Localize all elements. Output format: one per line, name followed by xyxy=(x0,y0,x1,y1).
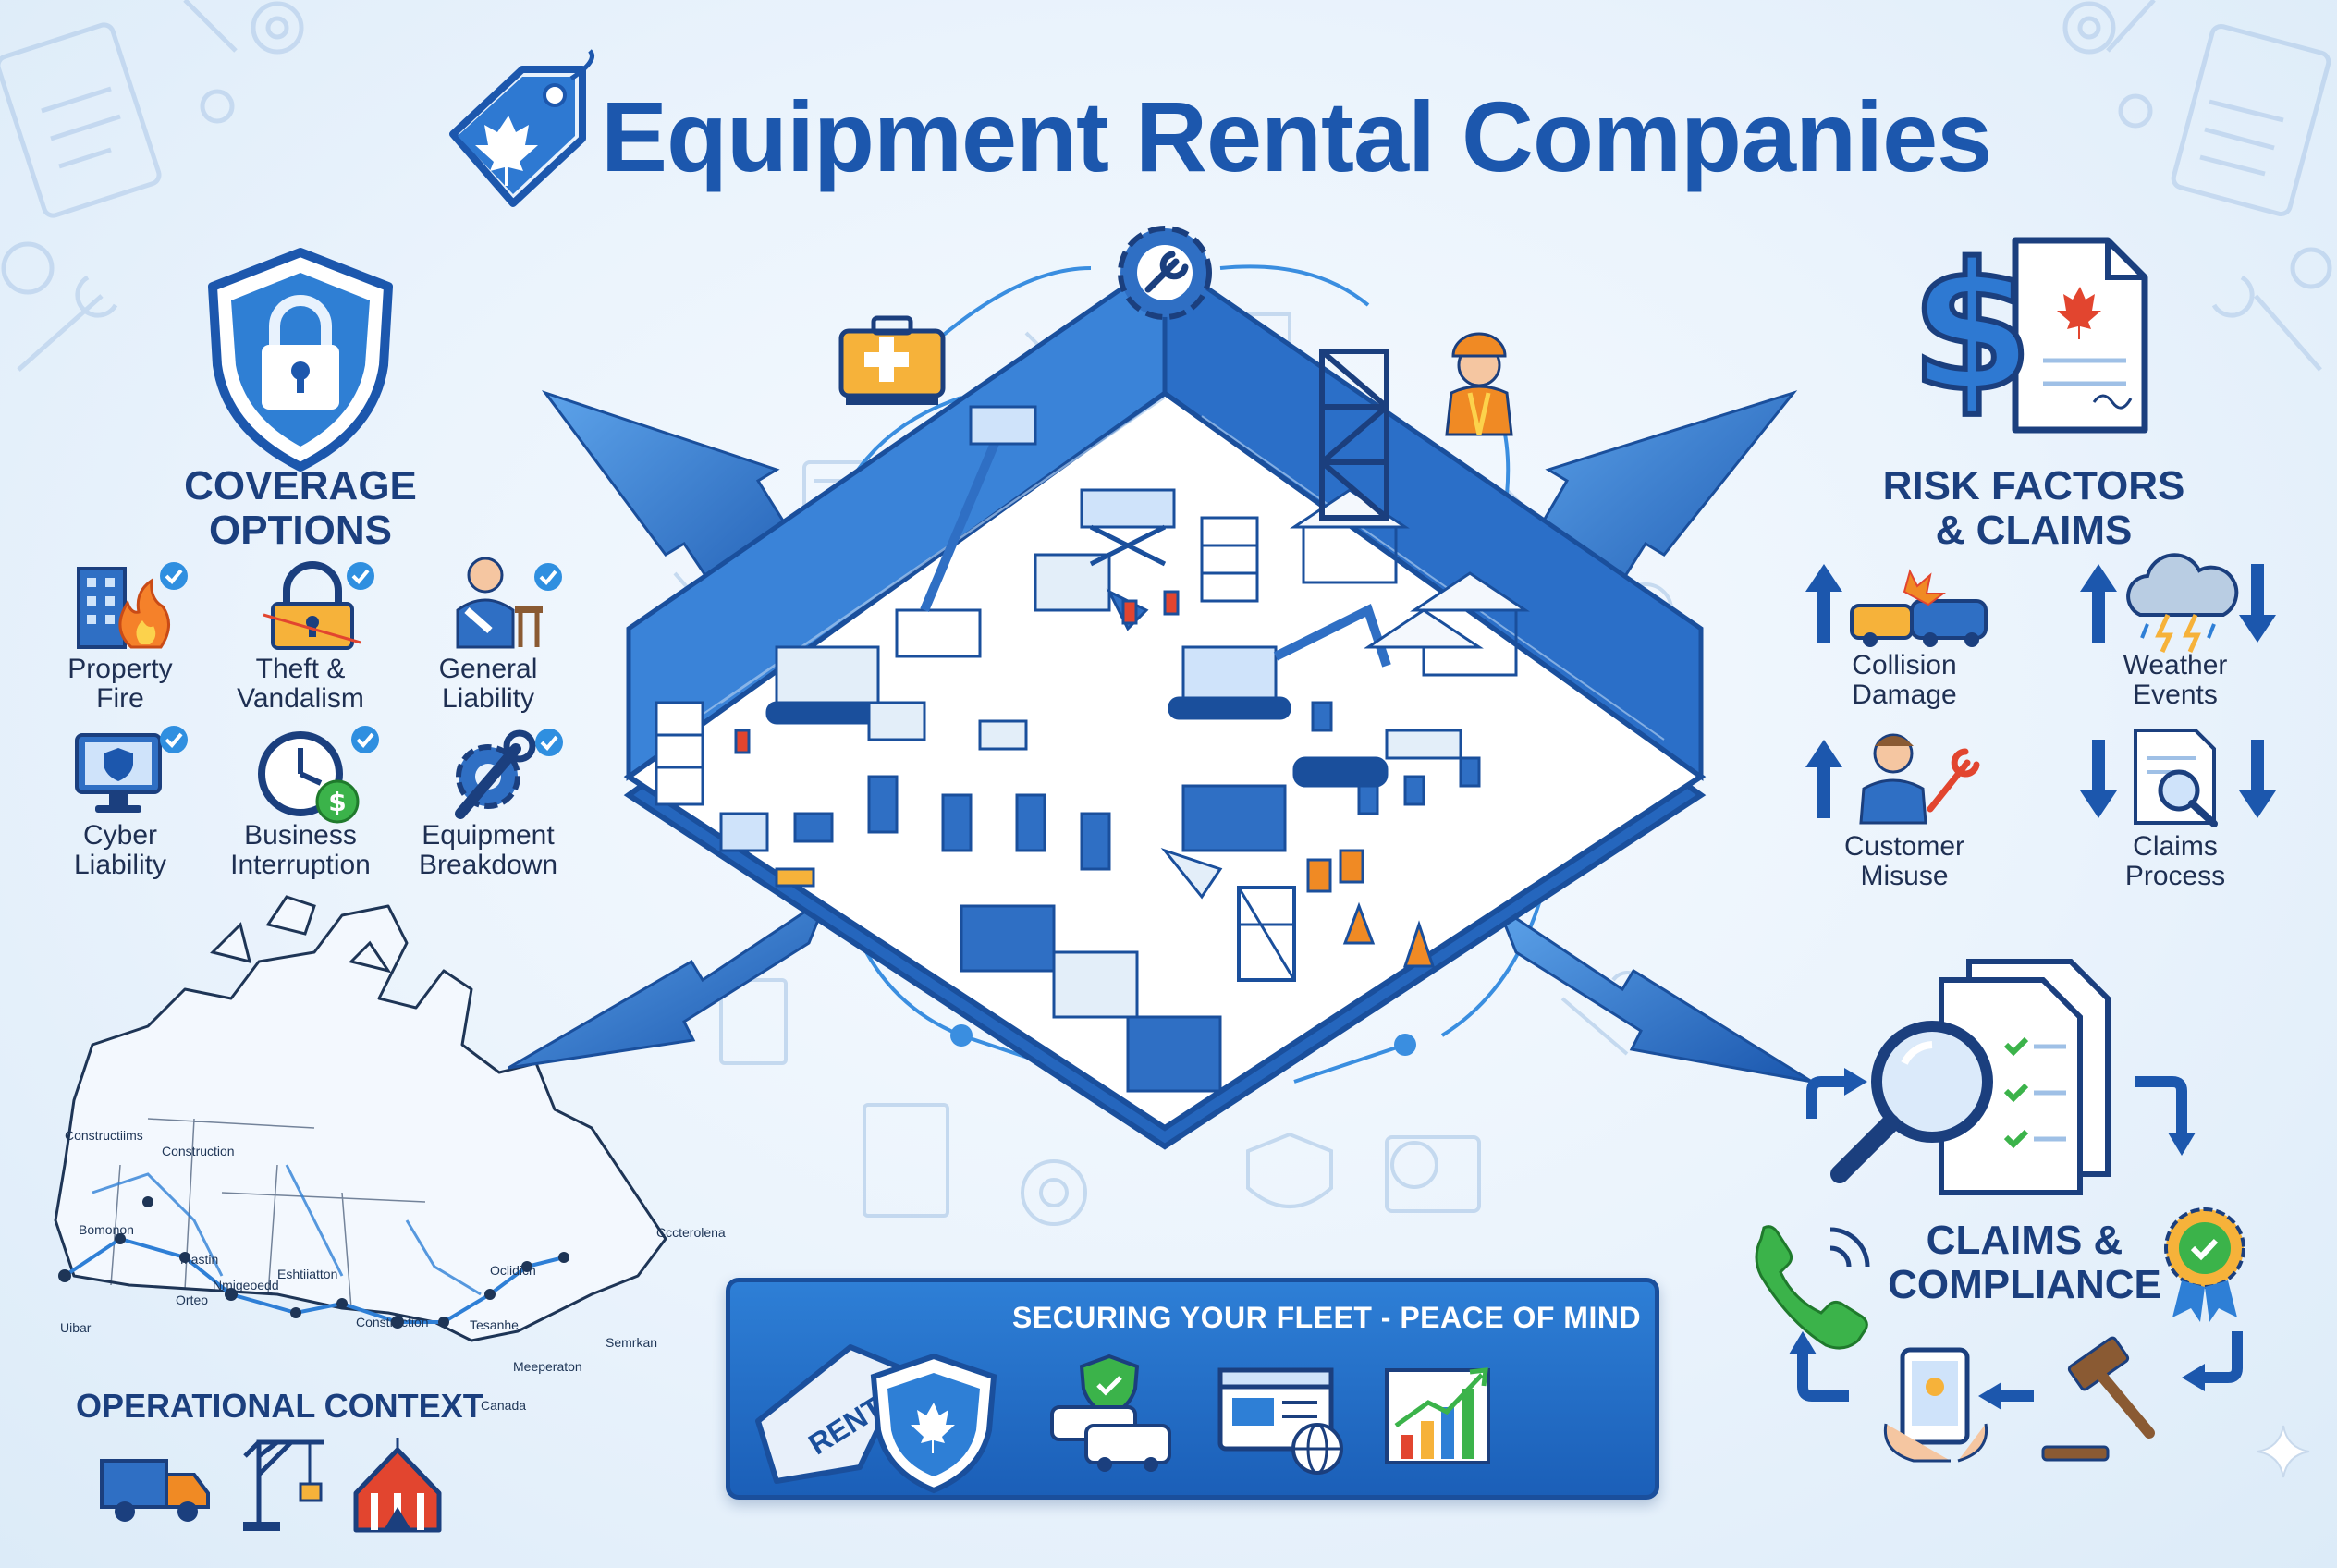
coverage-theft-label1: Theft & xyxy=(255,654,346,684)
rental-tag-shield-icon: RENTAL xyxy=(755,1344,997,1494)
risk-collision-label2: Damage xyxy=(1852,680,1957,710)
center-illustration xyxy=(508,226,1813,1150)
compliance-cycle xyxy=(1755,959,2245,1463)
coverage-title-line2: OPTIONS xyxy=(208,508,393,553)
coverage-general-liability-label1: General xyxy=(438,654,538,684)
worker-icon xyxy=(1445,332,1513,436)
risk-title-line1: RISK FACTORS xyxy=(1882,463,2185,508)
map-label: Mastin xyxy=(180,1252,219,1267)
coverage-title-line1: COVERAGE xyxy=(184,463,417,508)
coverage-property-fire-label1: Property xyxy=(67,654,173,684)
padlock-icon xyxy=(263,561,374,650)
risk-misuse-label2: Misuse xyxy=(1860,861,1949,891)
truck-icon xyxy=(100,1459,210,1522)
first-aid-kit-icon xyxy=(838,315,946,405)
risk-weather-label1: Weather xyxy=(2123,650,2228,680)
risk-claims-process-label2: Process xyxy=(2124,861,2226,891)
map-label: Constructiims xyxy=(65,1128,143,1143)
dollar-document-icon: $ xyxy=(1908,223,2148,434)
gear-wrench-icon xyxy=(455,729,563,819)
compliance-title-line1: CLAIMS & xyxy=(1926,1218,2123,1263)
map-label: Bomonon xyxy=(79,1222,134,1237)
cycle-arrows xyxy=(1797,1076,2243,1402)
sparkle-icon xyxy=(2257,1425,2310,1478)
risk-collision-label1: Collision xyxy=(1852,650,1957,680)
svg-text:$: $ xyxy=(328,787,346,817)
coverage-theft-label2: Vandalism xyxy=(237,683,364,714)
map-label: Tesanhe xyxy=(470,1317,519,1332)
magnifier-checklist-icon xyxy=(1830,959,2111,1195)
map-label: Semrkan xyxy=(606,1335,658,1350)
equipment-items xyxy=(655,405,1530,1093)
shield-lock-icon xyxy=(208,248,393,472)
coverage-business-label2: Interruption xyxy=(230,850,371,880)
coverage-general-liability-label2: Liability xyxy=(441,683,535,714)
risk-weather-label2: Events xyxy=(2133,680,2218,710)
browser-globe-icon xyxy=(1217,1367,1343,1475)
coverage-breakdown-label1: Equipment xyxy=(422,820,555,851)
compliance-title-line2: COMPLIANCE xyxy=(1888,1262,2161,1307)
phone-icon xyxy=(1755,1225,1870,1350)
map-label: Orteo xyxy=(176,1292,209,1307)
growth-chart-icon xyxy=(1385,1367,1490,1464)
map-label: Eshtiiatton xyxy=(277,1267,338,1281)
rental-doc-icon-right xyxy=(2171,23,2331,217)
gavel-icon xyxy=(2041,1336,2155,1462)
coverage-property-fire-label2: Fire xyxy=(96,683,144,714)
coverage-cyber-label2: Liability xyxy=(73,850,167,880)
map-label: Meeperaton xyxy=(513,1359,582,1374)
page-title: Equipment Rental Companies xyxy=(601,80,1992,192)
map-label: Uibar xyxy=(60,1320,92,1335)
gear-icon xyxy=(1118,226,1212,320)
fleet-banner: SECURING YOUR FLEET - PEACE OF MIND RENT… xyxy=(726,1278,1659,1500)
award-badge-icon xyxy=(2164,1207,2245,1322)
banner-text: SECURING YOUR FLEET - PEACE OF MIND xyxy=(1012,1301,1642,1334)
risk-title-line2: & CLAIMS xyxy=(1935,508,2133,553)
risk-misuse-label1: Customer xyxy=(1843,831,1965,862)
clock-dollar-icon: $ xyxy=(258,726,379,824)
scaffold-icon xyxy=(1319,349,1389,521)
map-label: Construction xyxy=(356,1315,429,1329)
operational-context-title: OPERATIONAL CONTEXT xyxy=(76,1387,483,1425)
injured-person-icon xyxy=(456,557,562,649)
risk-claims-process-label1: Claims xyxy=(2133,831,2218,862)
coverage-cyber-label1: Cyber xyxy=(82,820,158,851)
document-search-icon xyxy=(2080,729,2276,827)
title-banner: Equipment Rental Companies xyxy=(434,49,1992,208)
arrow-to-operations xyxy=(508,893,831,1070)
arrow-to-compliance xyxy=(1494,902,1813,1084)
tablet-hand-icon xyxy=(1883,1347,1988,1463)
svg-text:$: $ xyxy=(1911,226,2033,430)
customer-wrench-icon xyxy=(1805,733,1980,825)
map-label: Construction xyxy=(162,1144,235,1158)
coverage-business-label1: Business xyxy=(244,820,357,851)
cyber-monitor-icon xyxy=(75,726,188,813)
building-fire-icon xyxy=(77,562,188,649)
tent-icon xyxy=(353,1438,442,1533)
crane-icon xyxy=(243,1439,324,1531)
map-label: Cccterolena xyxy=(656,1225,726,1240)
coverage-breakdown-label2: Breakdown xyxy=(418,850,558,880)
map-label: Nmigeoedd xyxy=(213,1278,279,1292)
map-label: Oclidicn xyxy=(490,1263,536,1278)
fleet-cars-shield-icon xyxy=(1050,1354,1171,1472)
maple-leaf-tag-icon xyxy=(449,49,594,207)
map-label: Canada xyxy=(481,1398,527,1413)
car-collision-icon xyxy=(1805,564,1988,647)
canada-map xyxy=(54,895,667,1342)
rental-doc-icon-left xyxy=(0,22,162,218)
storm-cloud-icon xyxy=(2080,553,2276,654)
